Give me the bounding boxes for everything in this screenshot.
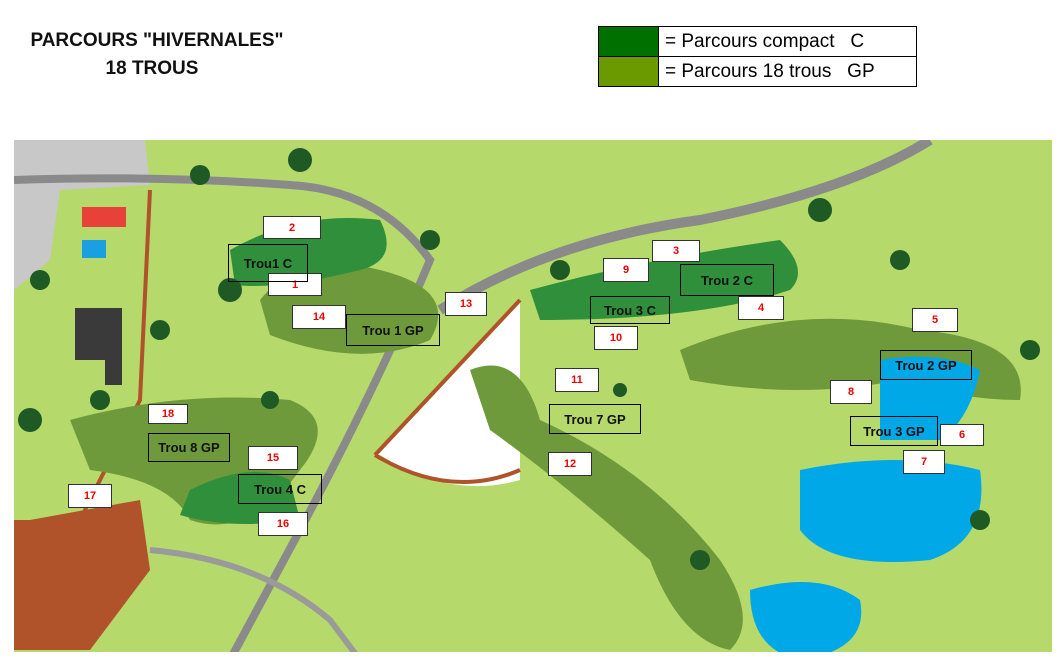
path bbox=[373, 453, 521, 484]
hole-label-trou3-c: Trou 3 C bbox=[590, 296, 670, 324]
field bbox=[375, 300, 520, 487]
lake bbox=[800, 460, 982, 562]
hole-number-5: 5 bbox=[912, 308, 958, 332]
road bbox=[149, 547, 358, 652]
legend-swatch-18 bbox=[599, 57, 659, 86]
hole-number-2: 2 bbox=[263, 216, 321, 239]
hole-label-trou1-gp: Trou 1 GP bbox=[346, 314, 440, 346]
legend-swatch-compact bbox=[599, 27, 659, 56]
clubhouse bbox=[75, 308, 122, 385]
hole-number-15: 15 bbox=[248, 446, 298, 470]
hole-label-trou8-gp: Trou 8 GP bbox=[148, 433, 230, 462]
hole-number-4: 4 bbox=[738, 296, 784, 320]
hole-label-trou2-gp: Trou 2 GP bbox=[880, 350, 972, 380]
hole-label-trou1-c: Trou1 C bbox=[228, 244, 308, 282]
hole-label-trou3-gp: Trou 3 GP bbox=[850, 416, 938, 446]
hole-label-trou7-gp: Trou 7 GP bbox=[549, 404, 641, 434]
legend-label: = Parcours 18 trous GP bbox=[665, 61, 875, 82]
hole-number-9: 9 bbox=[603, 258, 649, 282]
legend-18: = Parcours 18 trous GP bbox=[599, 57, 916, 86]
road bbox=[14, 174, 435, 652]
map-title: PARCOURS "HIVERNALES" bbox=[30, 30, 284, 51]
building-red bbox=[82, 207, 126, 227]
hole-label-trou4-c: Trou 4 C bbox=[238, 474, 322, 504]
legend-compact: = Parcours compact C bbox=[599, 27, 916, 57]
pool bbox=[82, 240, 106, 258]
hole-number-16: 16 bbox=[258, 512, 308, 536]
legend: = Parcours compact C = Parcours 18 trous… bbox=[598, 26, 917, 87]
hole-number-13: 13 bbox=[445, 292, 487, 316]
hole-number-1: 1 bbox=[268, 273, 322, 296]
hole-number-11: 11 bbox=[555, 368, 599, 392]
lake bbox=[880, 356, 980, 440]
hole-number-18: 18 bbox=[148, 404, 188, 424]
hole-number-10: 10 bbox=[594, 326, 638, 350]
legend-label: = Parcours compact C bbox=[665, 31, 865, 52]
trees bbox=[18, 148, 1040, 570]
hole-number-17: 17 bbox=[68, 484, 112, 508]
hole-number-12: 12 bbox=[548, 452, 592, 476]
lake bbox=[750, 582, 862, 652]
road bbox=[437, 140, 933, 315]
hole-number-7: 7 bbox=[903, 450, 945, 474]
hole-number-3: 3 bbox=[652, 240, 700, 262]
hole-number-6: 6 bbox=[940, 424, 984, 446]
hole-label-trou2-c: Trou 2 C bbox=[680, 264, 774, 296]
hole-number-8: 8 bbox=[830, 380, 872, 404]
hole-number-14: 14 bbox=[292, 305, 346, 329]
court bbox=[14, 500, 150, 650]
map-subtitle: 18 TROUS bbox=[105, 58, 199, 79]
